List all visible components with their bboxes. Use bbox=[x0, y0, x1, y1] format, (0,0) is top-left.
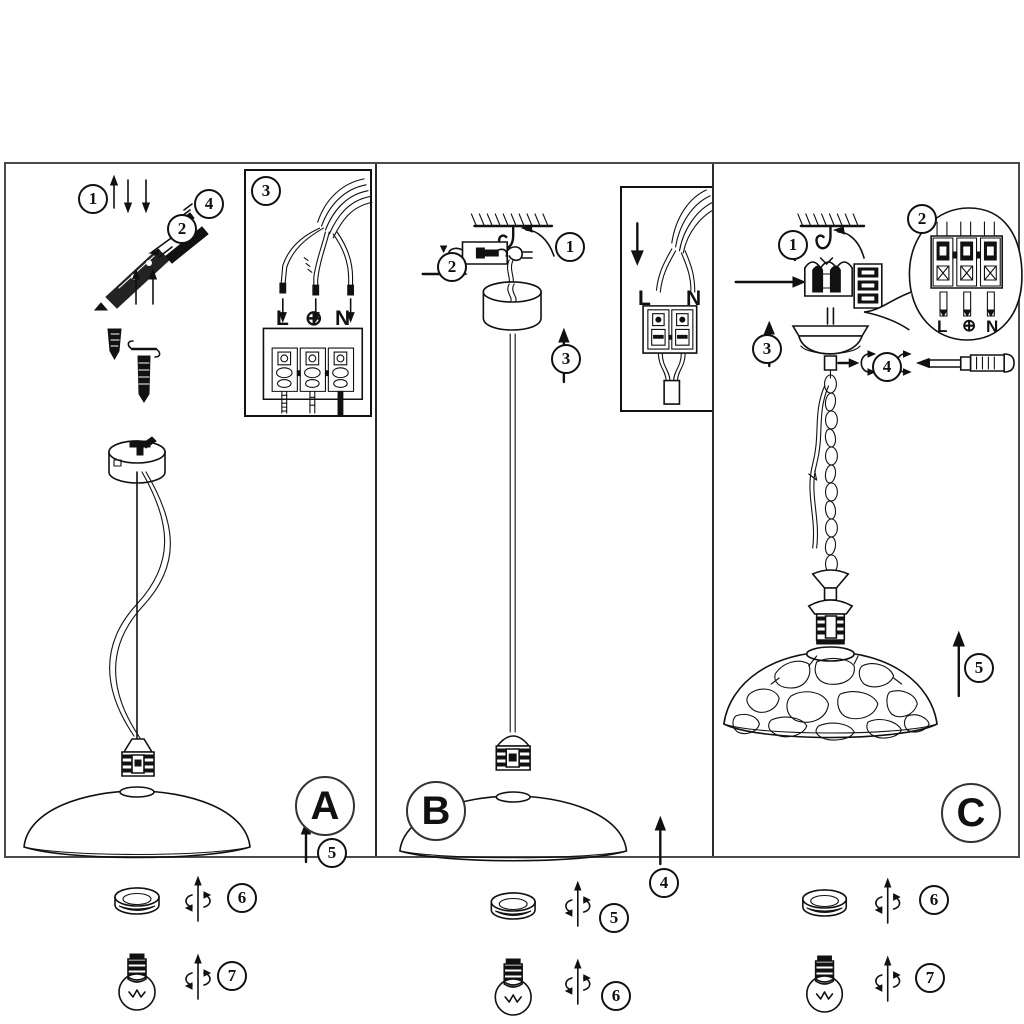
ceiling-hook-b bbox=[499, 226, 513, 248]
lamp-socket-icon-b bbox=[496, 736, 530, 770]
cable-wavy-outer bbox=[110, 472, 165, 736]
step-bubble-c-5: 5 bbox=[964, 653, 994, 683]
terminal-block-c bbox=[854, 264, 882, 308]
chain-collar-c bbox=[809, 570, 852, 614]
wiring-inset-b: L N bbox=[620, 186, 714, 412]
step-bubble-b-2: 2 bbox=[437, 252, 467, 282]
step-bubble-a-inset-3: 3 bbox=[251, 176, 281, 206]
ceiling-plate-c bbox=[805, 258, 852, 296]
step-bubble-a-4: 4 bbox=[194, 189, 224, 219]
arrow-right-c bbox=[736, 277, 805, 287]
ceiling-rose-icon bbox=[109, 437, 165, 483]
canopy-cone-c bbox=[793, 326, 868, 370]
cord-knot-b bbox=[506, 247, 532, 306]
step-bubble-a-6: 6 bbox=[227, 883, 257, 913]
terminal-label-live-c: L bbox=[937, 317, 948, 336]
screw-vertical-icon bbox=[128, 341, 159, 402]
step-bubble-a-1: 1 bbox=[78, 184, 108, 214]
instruction-frame: 3 L ⊕ N 1 2 4 5 6 7 A bbox=[4, 162, 1020, 858]
ceiling-hatch-c bbox=[798, 214, 864, 226]
wiring-inset-a: 3 L ⊕ N bbox=[244, 169, 372, 417]
step-bubble-b-1: 1 bbox=[555, 232, 585, 262]
terminal-cells-a bbox=[272, 348, 353, 391]
step-bubble-c-2: 2 bbox=[907, 204, 937, 234]
callout-terminal-block-c bbox=[931, 222, 1002, 316]
rotate-symbol-6-a bbox=[186, 877, 210, 921]
shade-ring-b bbox=[491, 893, 535, 919]
wall-plug-icon bbox=[108, 329, 121, 359]
canopy-stem-c bbox=[828, 308, 834, 324]
ceiling-hook-c bbox=[817, 226, 831, 248]
canopy-cup-b bbox=[483, 282, 541, 330]
step-bubble-a-2: 2 bbox=[167, 214, 197, 244]
arrow-up-b-4 bbox=[655, 817, 665, 864]
step-bubble-b-3: 3 bbox=[551, 344, 581, 374]
ceiling-hatch-b bbox=[471, 214, 552, 226]
wiring-inset-a-artwork bbox=[246, 171, 370, 415]
mosaic-bell-shade-c bbox=[724, 647, 937, 740]
panel-variant-c: L ⊕ N 1 2 3 4 5 6 7 C bbox=[712, 164, 1018, 856]
shade-ring-a bbox=[115, 888, 159, 914]
terminal-label-earth-a: ⊕ bbox=[305, 307, 323, 330]
lamp-socket-icon-a bbox=[122, 739, 154, 776]
curved-arrow-b-1 bbox=[522, 225, 554, 256]
insertion-arrow-b bbox=[632, 223, 643, 264]
variant-badge-b: B bbox=[406, 781, 466, 841]
mounting-bracket-icon bbox=[95, 249, 169, 310]
variant-badge-c: C bbox=[941, 783, 1001, 843]
terminal-label-live-b: L bbox=[638, 287, 651, 310]
arrow-pair-1 bbox=[111, 176, 132, 212]
step-bubble-c-4: 4 bbox=[872, 352, 902, 382]
light-bulb-b bbox=[495, 959, 531, 1015]
step-bubble-b-6: 6 bbox=[601, 981, 631, 1011]
dome-shade-a bbox=[24, 787, 250, 858]
cable-wavy-inner bbox=[116, 472, 171, 738]
screwdriver-icon-c bbox=[929, 354, 1014, 372]
rotate-symbol-b-6 bbox=[566, 960, 590, 1004]
terminal-label-neutral-c: N bbox=[986, 317, 999, 336]
rotate-symbol-c-7 bbox=[876, 957, 900, 1001]
supply-cable-bundle-a bbox=[318, 179, 372, 238]
step-bubble-c-1: 1 bbox=[778, 230, 808, 260]
chain-c bbox=[809, 370, 838, 573]
lamp-socket-icon-c bbox=[817, 614, 845, 644]
step-bubble-b-5: 5 bbox=[599, 903, 629, 933]
panel-variant-b: L N 1 2 3 4 5 6 B bbox=[375, 164, 712, 856]
step-bubble-c-3: 3 bbox=[752, 334, 782, 364]
terminal-label-live-a: L bbox=[276, 307, 289, 330]
supply-cable-bundle-b bbox=[672, 190, 718, 253]
step-bubble-c-7: 7 bbox=[915, 963, 945, 993]
light-bulb-a bbox=[119, 954, 155, 1010]
curved-arrow-c-1 bbox=[834, 227, 864, 258]
variant-badge-a: A bbox=[295, 776, 355, 836]
shade-ring-c bbox=[803, 890, 846, 916]
rotate-symbol-c-6 bbox=[876, 879, 900, 923]
terminal-label-earth-c: ⊕ bbox=[962, 316, 977, 335]
rotate-symbol-b-5 bbox=[566, 882, 590, 926]
step-bubble-c-6: 6 bbox=[919, 885, 949, 915]
rotate-symbol-7-a bbox=[186, 955, 210, 999]
panel-variant-a: 3 L ⊕ N 1 2 4 5 6 7 A bbox=[6, 164, 375, 856]
terminal-label-neutral-a: N bbox=[335, 307, 351, 330]
panel-c-artwork bbox=[714, 164, 1018, 856]
step-bubble-a-7: 7 bbox=[217, 961, 247, 991]
step-bubble-a-5: 5 bbox=[317, 838, 347, 868]
step-bubble-b-4: 4 bbox=[649, 868, 679, 898]
terminal-label-neutral-b: N bbox=[686, 287, 702, 310]
arrow-up-c-5 bbox=[953, 632, 964, 696]
light-bulb-c bbox=[807, 956, 843, 1012]
